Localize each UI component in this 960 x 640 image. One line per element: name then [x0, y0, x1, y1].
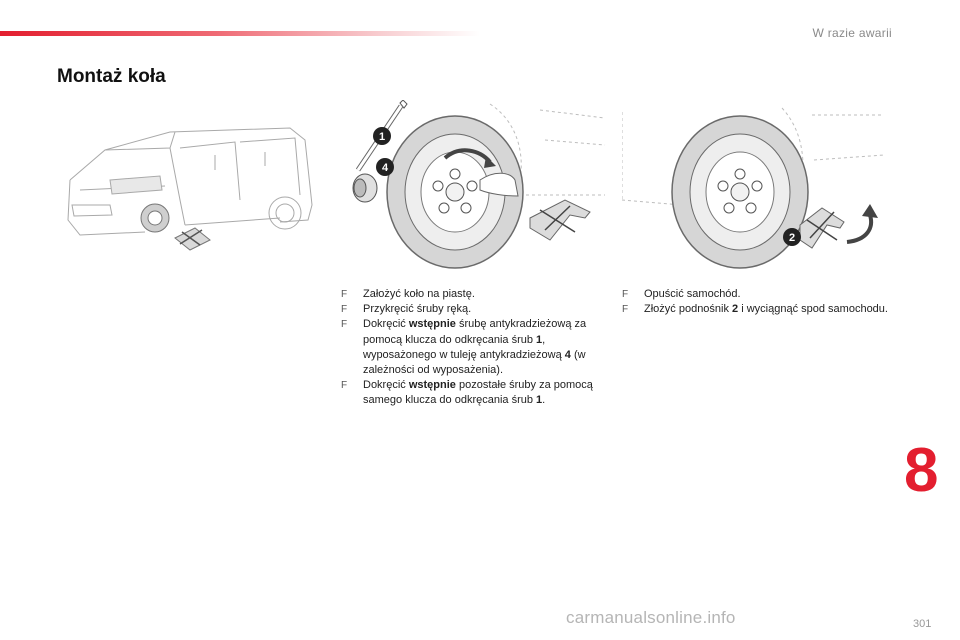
step-bullet-icon: F: [341, 380, 348, 392]
van-illustration: [67, 127, 313, 251]
header-accent-bar: [0, 31, 480, 36]
svg-text:2: 2: [789, 232, 795, 244]
callout-1-badge: 1: [373, 127, 391, 145]
step-text: Dokręcić: [363, 379, 409, 392]
step-bullet-icon: F: [622, 289, 629, 300]
step-emphasis: 1: [536, 333, 543, 346]
step-bullet-icon: F: [622, 304, 629, 316]
wheel-mounting-illustration: 1 4: [352, 100, 606, 269]
step-emphasis: 1: [536, 394, 543, 407]
chapter-number: 8: [904, 436, 939, 505]
step-item: F Założyć koło na piastę.: [341, 287, 611, 302]
step-bullet-icon: F: [341, 289, 348, 300]
step-text: (w zależności od wyposażenia).: [363, 348, 586, 377]
section-label: W razie awarii: [812, 26, 892, 40]
page-number: 301: [913, 618, 932, 630]
step-emphasis: wstępnie: [408, 318, 456, 331]
callout-2-badge: 2: [783, 228, 801, 246]
step-emphasis: wstępnie: [408, 379, 456, 392]
svg-text:4: 4: [382, 162, 389, 174]
watermark: carmanualsonline.info: [566, 608, 736, 627]
step-item: F Złożyć podnośnik 2 i wyciągnąć spod sam…: [622, 302, 892, 317]
jack-removal-illustration: 2: [622, 107, 885, 269]
mounting-steps-list: F Założyć koło na piastę. F Przykręcić śrub…: [341, 287, 611, 409]
step-item: F Dokręcić wstępnie pozostałe śruby za po…: [341, 378, 611, 408]
step-text: .: [542, 394, 546, 407]
step-text: pozostałe śruby za pomocą samego klucza …: [363, 379, 593, 407]
step-text: śrubę antykradzieżową za pomocą klucza d…: [363, 318, 587, 346]
step-text: Złożyć podnośnik: [644, 303, 733, 316]
step-emphasis: 4: [564, 348, 571, 361]
callout-4-badge: 4: [376, 158, 394, 176]
step-text: i wyciągnąć spod samochodu.: [738, 303, 888, 316]
lowering-steps-list: F Opuścić samochód. F Złożyć podnośnik 2 i …: [622, 287, 892, 317]
step-item: F Opuścić samochód.: [622, 287, 892, 302]
step-emphasis: 2: [732, 303, 739, 316]
step-text: Dokręcić: [363, 318, 409, 331]
page-title: Montaż koła: [57, 66, 166, 87]
step-text: Założyć koło na piastę.: [363, 288, 475, 300]
step-text: Opuścić samochód.: [644, 288, 741, 300]
svg-text:1: 1: [379, 131, 385, 143]
step-text: , wyposażonego w tuleję antykradzieżową: [363, 333, 565, 361]
step-bullet-icon: F: [341, 319, 348, 331]
step-item: F Dokręcić wstępnie śrubę antykradzieżową…: [341, 317, 611, 378]
step-text: Przykręcić śruby ręką.: [363, 303, 472, 316]
step-item: F Przykręcić śruby ręką.: [341, 302, 611, 317]
step-bullet-icon: F: [341, 304, 348, 316]
